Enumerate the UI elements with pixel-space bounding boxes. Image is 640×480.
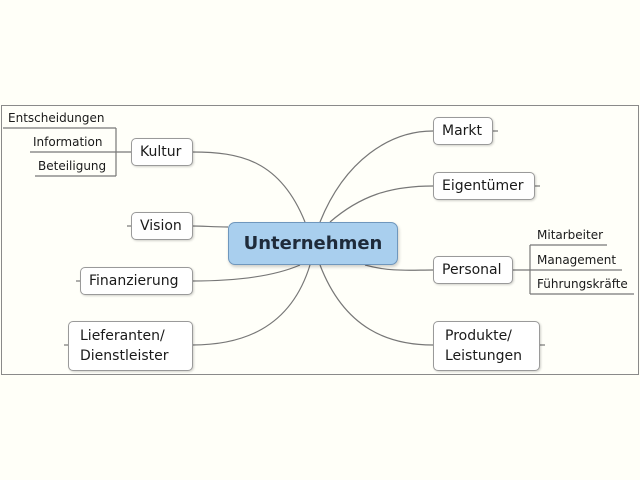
topic-finanzierung-label: Finanzierung <box>89 272 179 289</box>
topic-kultur[interactable]: Kultur <box>131 138 193 166</box>
subtopic-information[interactable]: Information <box>33 135 103 149</box>
topic-eigentuemer[interactable]: Eigentümer <box>433 172 535 200</box>
connector-personal-sub <box>513 245 531 294</box>
topic-lieferanten-line2: Dienstleister <box>80 348 169 364</box>
topic-lieferanten[interactable]: Lieferanten/ Dienstleister <box>68 321 193 371</box>
topic-personal-label: Personal <box>442 261 502 278</box>
topic-vision-label: Vision <box>140 217 182 234</box>
connector-produkte <box>319 264 434 346</box>
subtopic-mitarbeiter[interactable]: Mitarbeiter <box>537 228 604 242</box>
topic-lieferanten-line1: Lieferanten/ <box>80 328 165 344</box>
topic-vision[interactable]: Vision <box>131 212 193 240</box>
connector-kultur-sub <box>115 128 131 176</box>
connector-markt <box>319 130 434 223</box>
connector-personal <box>364 264 434 271</box>
connector-eigentuemer <box>329 185 434 223</box>
topic-personal[interactable]: Personal <box>433 256 513 284</box>
subtopic-fuehrungskraefte[interactable]: Führungskräfte <box>537 277 628 291</box>
connector-lieferanten <box>191 264 311 346</box>
topic-finanzierung[interactable]: Finanzierung <box>80 267 193 295</box>
central-topic[interactable]: Unternehmen <box>228 222 398 265</box>
topic-produkte-line2: Leistungen <box>445 348 522 364</box>
central-topic-label: Unternehmen <box>243 233 383 254</box>
topic-produkte[interactable]: Produkte/ Leistungen <box>433 321 540 371</box>
connector-vision <box>191 225 229 228</box>
topic-produkte-line1: Produkte/ <box>445 328 512 344</box>
connector-finanzierung <box>191 264 301 282</box>
topic-eigentuemer-label: Eigentümer <box>442 177 524 194</box>
subtopic-management[interactable]: Management <box>537 253 617 267</box>
topic-kultur-label: Kultur <box>140 143 182 160</box>
topic-markt[interactable]: Markt <box>433 117 493 145</box>
connector-kultur <box>191 151 306 223</box>
topic-markt-label: Markt <box>442 122 483 139</box>
subtopic-beteiligung[interactable]: Beteiligung <box>38 159 107 173</box>
subtopic-entscheidungen[interactable]: Entscheidungen <box>8 111 105 125</box>
